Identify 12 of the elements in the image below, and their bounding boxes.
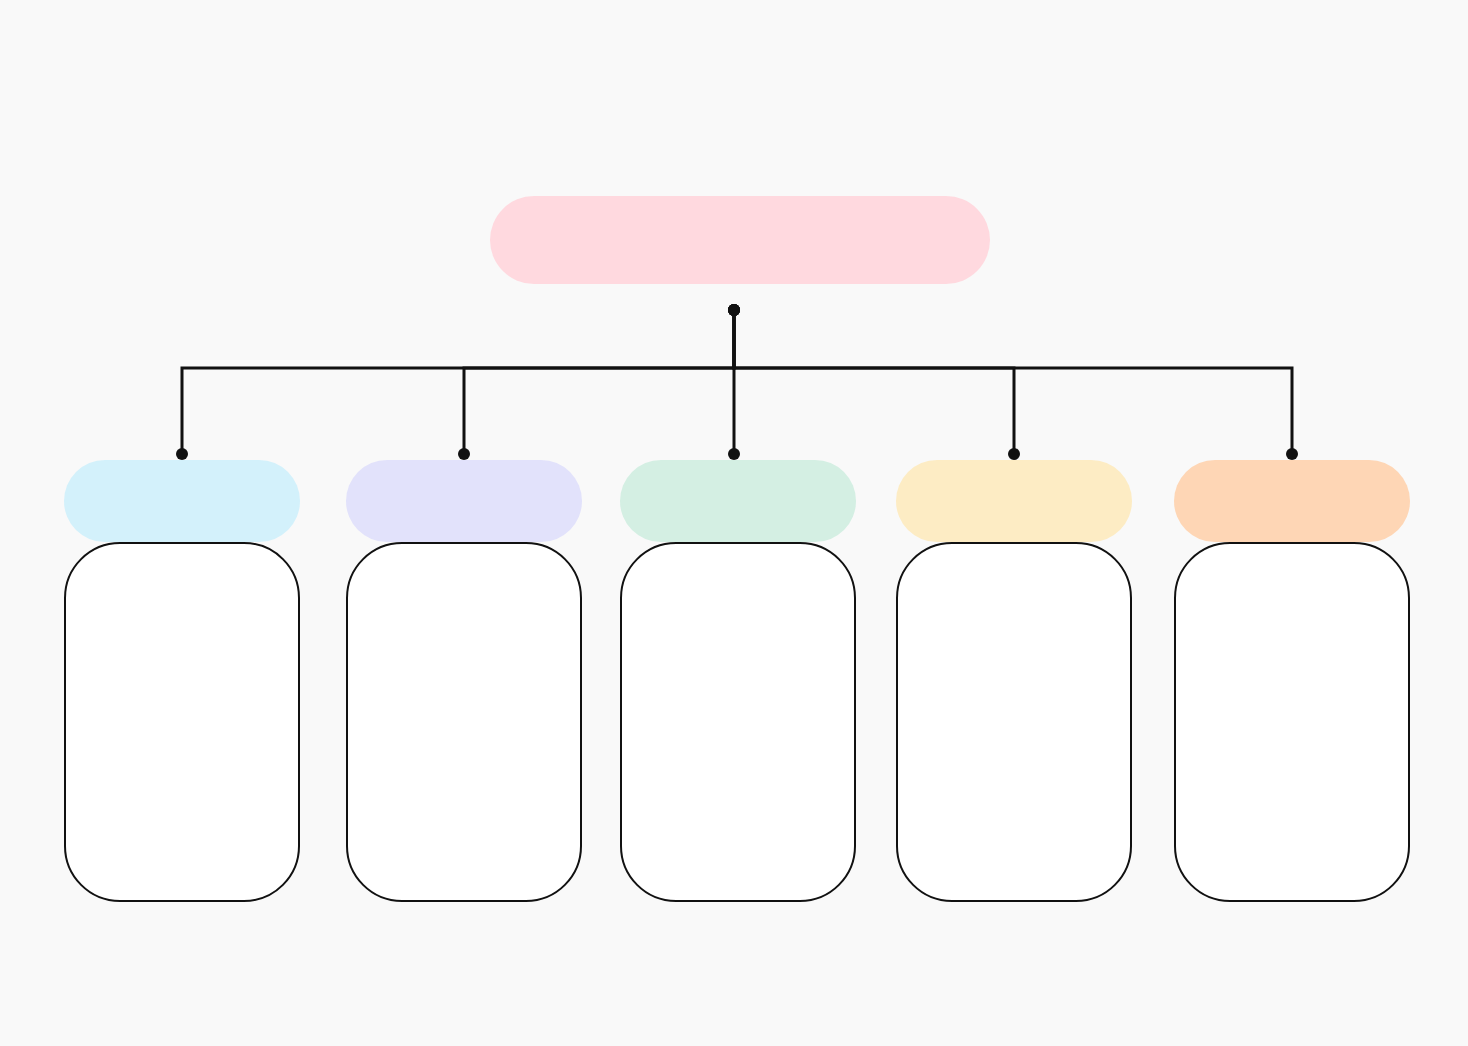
connector-line	[728, 304, 1298, 460]
category-pill	[1174, 460, 1410, 542]
content-box	[896, 542, 1132, 902]
category-pill	[346, 460, 582, 542]
content-box	[64, 542, 300, 902]
category-pill	[620, 460, 856, 542]
content-box	[620, 542, 856, 902]
title-pill	[490, 196, 990, 284]
category-pill	[64, 460, 300, 542]
content-box	[346, 542, 582, 902]
content-box	[1174, 542, 1410, 902]
category-pill	[896, 460, 1132, 542]
